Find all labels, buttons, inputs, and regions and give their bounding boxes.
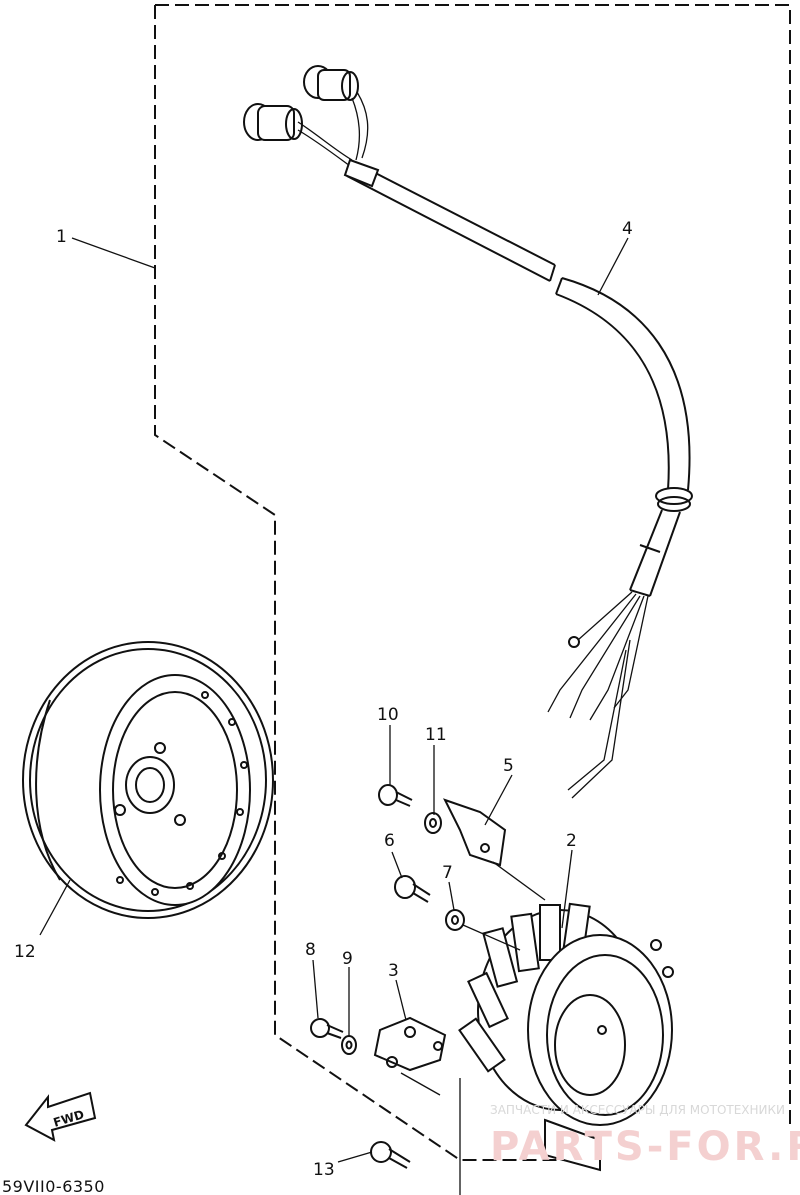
watermark-logo-text: PARTS-FOR.RU bbox=[490, 1124, 800, 1170]
callout-1: 1 bbox=[56, 227, 67, 247]
callout-13: 13 bbox=[313, 1160, 335, 1180]
washer-7 bbox=[445, 909, 465, 931]
drawing-code: 59VII0-6350 bbox=[2, 1177, 105, 1195]
assembly-boundary bbox=[154, 4, 791, 1161]
watermark: ЗАПЧАСТИ И АКСЕССУАРЫ ДЛЯ МОТОТЕХНИКИ PA… bbox=[490, 1103, 800, 1170]
callout-6: 6 bbox=[384, 831, 395, 851]
callout-8: 8 bbox=[305, 940, 316, 960]
washer-11 bbox=[424, 812, 442, 834]
washer-9 bbox=[341, 1035, 357, 1055]
watermark-tagline: ЗАПЧАСТИ И АКСЕССУАРЫ ДЛЯ МОТОТЕХНИКИ bbox=[490, 1103, 785, 1117]
connector-upper bbox=[303, 65, 359, 101]
callout-7: 7 bbox=[442, 863, 453, 883]
callout-3: 3 bbox=[388, 961, 399, 981]
callout-12: 12 bbox=[14, 942, 36, 962]
connector-lower bbox=[243, 103, 303, 141]
callout-5: 5 bbox=[503, 756, 514, 776]
callout-11: 11 bbox=[425, 725, 447, 745]
callout-4: 4 bbox=[622, 219, 633, 239]
callout-2: 2 bbox=[566, 831, 577, 851]
screw-8 bbox=[310, 1018, 344, 1039]
callout-10: 10 bbox=[377, 705, 399, 725]
screw-13 bbox=[370, 1141, 411, 1169]
screw-6 bbox=[394, 875, 431, 903]
leader-lines bbox=[39, 237, 629, 1163]
callout-numbers: 1 4 10 11 5 6 2 7 8 9 3 12 13 bbox=[14, 219, 633, 1180]
lead-holder bbox=[443, 798, 507, 867]
fwd-direction-marker: FWD bbox=[24, 1091, 97, 1142]
stator-assembly bbox=[458, 902, 674, 1172]
screw-10 bbox=[378, 784, 413, 807]
wire-harness bbox=[243, 65, 693, 799]
pickup-coil bbox=[373, 1016, 447, 1072]
flywheel-rotor bbox=[22, 641, 274, 919]
callout-9: 9 bbox=[342, 949, 353, 969]
assembly-center-lines bbox=[400, 861, 546, 1195]
